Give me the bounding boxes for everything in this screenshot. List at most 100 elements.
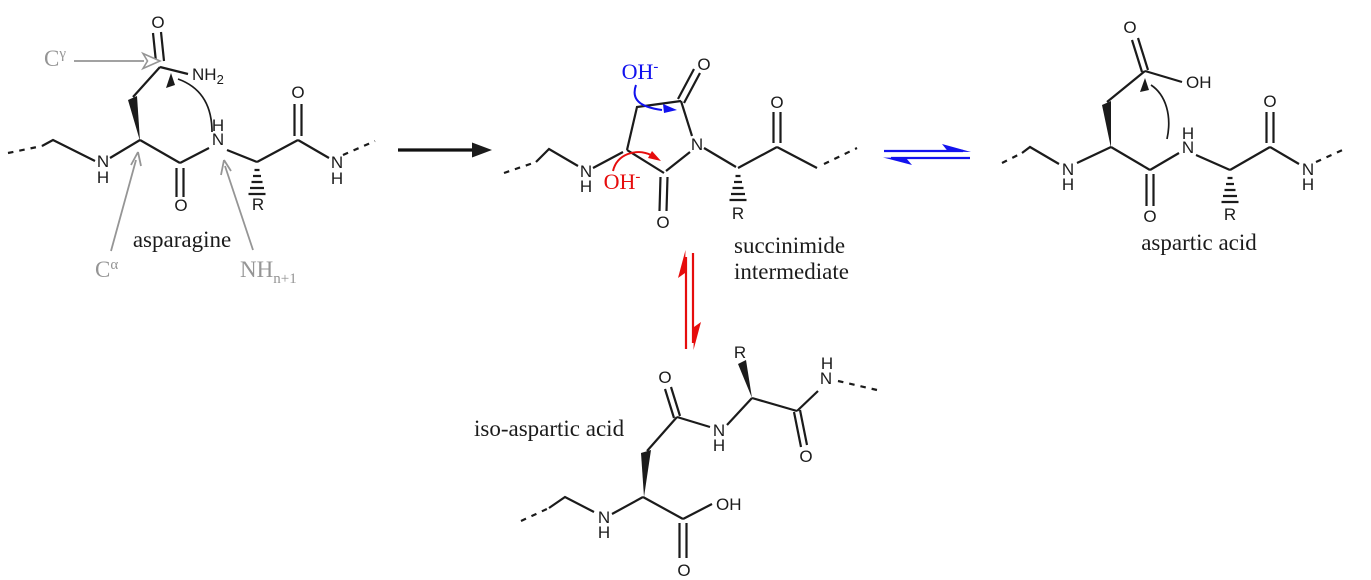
atom-label-n: N — [713, 421, 725, 440]
bond — [548, 495, 595, 513]
double-bond — [1265, 112, 1275, 143]
bond — [179, 147, 210, 164]
succinimide-label-line2: intermediate — [734, 259, 849, 284]
hashed-wedge-bond — [1221, 176, 1239, 204]
atom-label-n: N — [1062, 160, 1074, 179]
double-bond — [677, 68, 701, 104]
atom-label-h: H — [331, 169, 343, 188]
hydroxide-blue-label: OH- — [622, 59, 659, 84]
wedge-bond — [738, 360, 752, 398]
atom-label-h: H — [97, 168, 109, 187]
chain-continuation-bond — [1315, 146, 1348, 164]
succinimide-label-line1: succinimide — [734, 233, 845, 258]
atom-label-r: R — [734, 343, 746, 362]
bond — [682, 503, 713, 520]
bond — [1106, 70, 1146, 103]
atom-label-o: O — [677, 561, 690, 580]
atom-label-h: H — [212, 116, 224, 135]
atom-label-o: O — [656, 213, 669, 232]
atom-label-nh2: NH2 — [192, 65, 224, 87]
bond — [132, 66, 161, 98]
asparagine-label: asparagine — [133, 227, 231, 252]
chain-continuation-bond — [823, 147, 858, 165]
double-bond — [772, 112, 782, 143]
hashed-wedge-bond — [248, 168, 266, 196]
hydroxide-attack-arrowhead-blue — [663, 104, 677, 113]
atom-label-oh: OH — [1186, 73, 1212, 92]
bond — [726, 397, 753, 426]
chain-continuation-bond — [503, 160, 537, 175]
forward-reaction-arrow — [398, 142, 492, 158]
bond — [703, 147, 737, 168]
red-equilibrium-arrow — [678, 250, 701, 350]
bond — [646, 416, 678, 452]
intramolecular-attack-arrow — [1150, 84, 1170, 140]
attack-arrowhead — [1140, 78, 1149, 92]
atom-label-o: O — [799, 447, 812, 466]
wedge-bond — [1102, 101, 1111, 148]
attack-arrowhead — [166, 73, 175, 88]
double-bond — [663, 386, 682, 419]
c-alpha-arrowhead — [130, 151, 142, 167]
atom-label-h: H — [580, 177, 592, 196]
atom-label-h: H — [713, 436, 725, 455]
atom-label-n: N — [97, 152, 109, 171]
bond — [139, 139, 181, 164]
bond — [737, 146, 778, 169]
bond — [776, 146, 818, 169]
ring-bond — [665, 151, 691, 172]
ring-bond — [626, 149, 665, 174]
asparagine-structure: O NH2 N H H N O O R N H asparagine — [7, 13, 376, 252]
atom-label-n: N — [691, 135, 703, 154]
hydroxide-attack-arrow-blue — [633, 84, 663, 111]
atom-label-h: H — [821, 354, 833, 373]
atom-label-o: O — [1123, 18, 1136, 37]
bond — [109, 139, 141, 159]
hydroxide-attack-arrowhead-red — [648, 151, 661, 161]
atom-label-h: H — [1182, 124, 1194, 143]
double-bond — [151, 31, 166, 63]
atom-label-o: O — [151, 13, 164, 32]
bond — [1229, 146, 1271, 171]
nh-n1-label: NHn+1 — [240, 257, 297, 287]
iso-aspartic-acid-structure: N H OH O O N H R O H N iso-aspartic acid — [474, 343, 878, 580]
c-gamma-arrowhead — [141, 51, 162, 71]
chain-continuation-bond — [7, 144, 43, 155]
atom-label-h: H — [1302, 175, 1314, 194]
atom-label-o: O — [1143, 207, 1156, 226]
bond — [751, 396, 798, 413]
atom-label-n: N — [331, 153, 343, 172]
c-alpha-label: Cα — [95, 257, 118, 282]
chain-continuation-bond — [1001, 152, 1023, 164]
c-gamma-annotation: Cγ — [44, 46, 162, 71]
double-bond — [792, 409, 809, 448]
ring-bond — [625, 99, 682, 151]
nh-n1-annotation: NHn+1 — [220, 159, 297, 287]
bond — [1110, 146, 1151, 171]
equilibrium-down-head — [693, 322, 701, 350]
bond — [1021, 145, 1060, 165]
bond — [642, 496, 684, 520]
bond — [226, 148, 258, 164]
c-alpha-annotation: Cα — [95, 151, 142, 282]
c-gamma-label: Cγ — [44, 46, 66, 71]
bond — [297, 139, 330, 159]
hydroxide-red-label: OH- — [604, 169, 641, 194]
atom-label-o: O — [174, 196, 187, 215]
double-bond — [293, 104, 303, 136]
atom-label-o: O — [291, 83, 304, 102]
atom-label-o: O — [697, 55, 710, 74]
bond — [256, 139, 299, 163]
bond — [1269, 146, 1300, 165]
bond — [1195, 153, 1231, 172]
atom-label-n: N — [212, 130, 224, 149]
hydroxide-attack-arrow-red — [612, 151, 652, 172]
atom-label-r: R — [252, 195, 264, 214]
bond — [535, 147, 579, 167]
iso-aspartic-acid-label: iso-aspartic acid — [474, 416, 625, 441]
atom-label-n: N — [1302, 160, 1314, 179]
bond — [796, 390, 819, 412]
wedge-bond — [128, 96, 140, 141]
double-bond — [678, 523, 688, 558]
